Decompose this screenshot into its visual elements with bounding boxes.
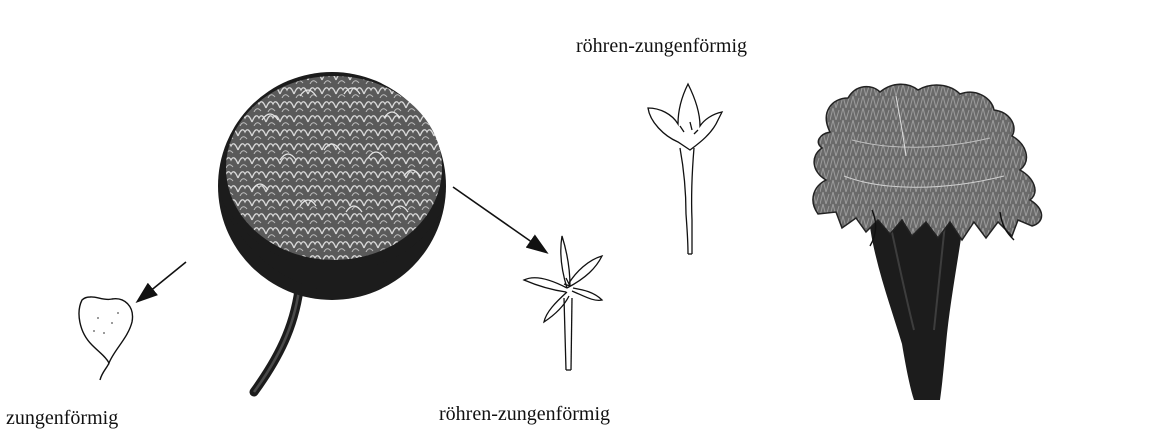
double-flower-head-photo	[218, 72, 446, 392]
arrow-to-ligulate-floret	[138, 262, 186, 301]
tubular-ligulate-floret-label: röhren-zungenförmig	[439, 404, 610, 424]
arrow-to-tubular-ligulate-floret	[453, 187, 546, 252]
tubular-ligulate-floret-illustration	[524, 236, 602, 370]
ligulate-floret-illustration	[79, 297, 132, 380]
ligulate-floret-label: zungenförmig	[6, 408, 118, 428]
tubular-ligulate-floret-upright-illustration	[648, 84, 722, 254]
top-floret-label: röhren-zungenförmig	[576, 36, 747, 56]
flower-head-side-view-photo	[813, 84, 1042, 400]
